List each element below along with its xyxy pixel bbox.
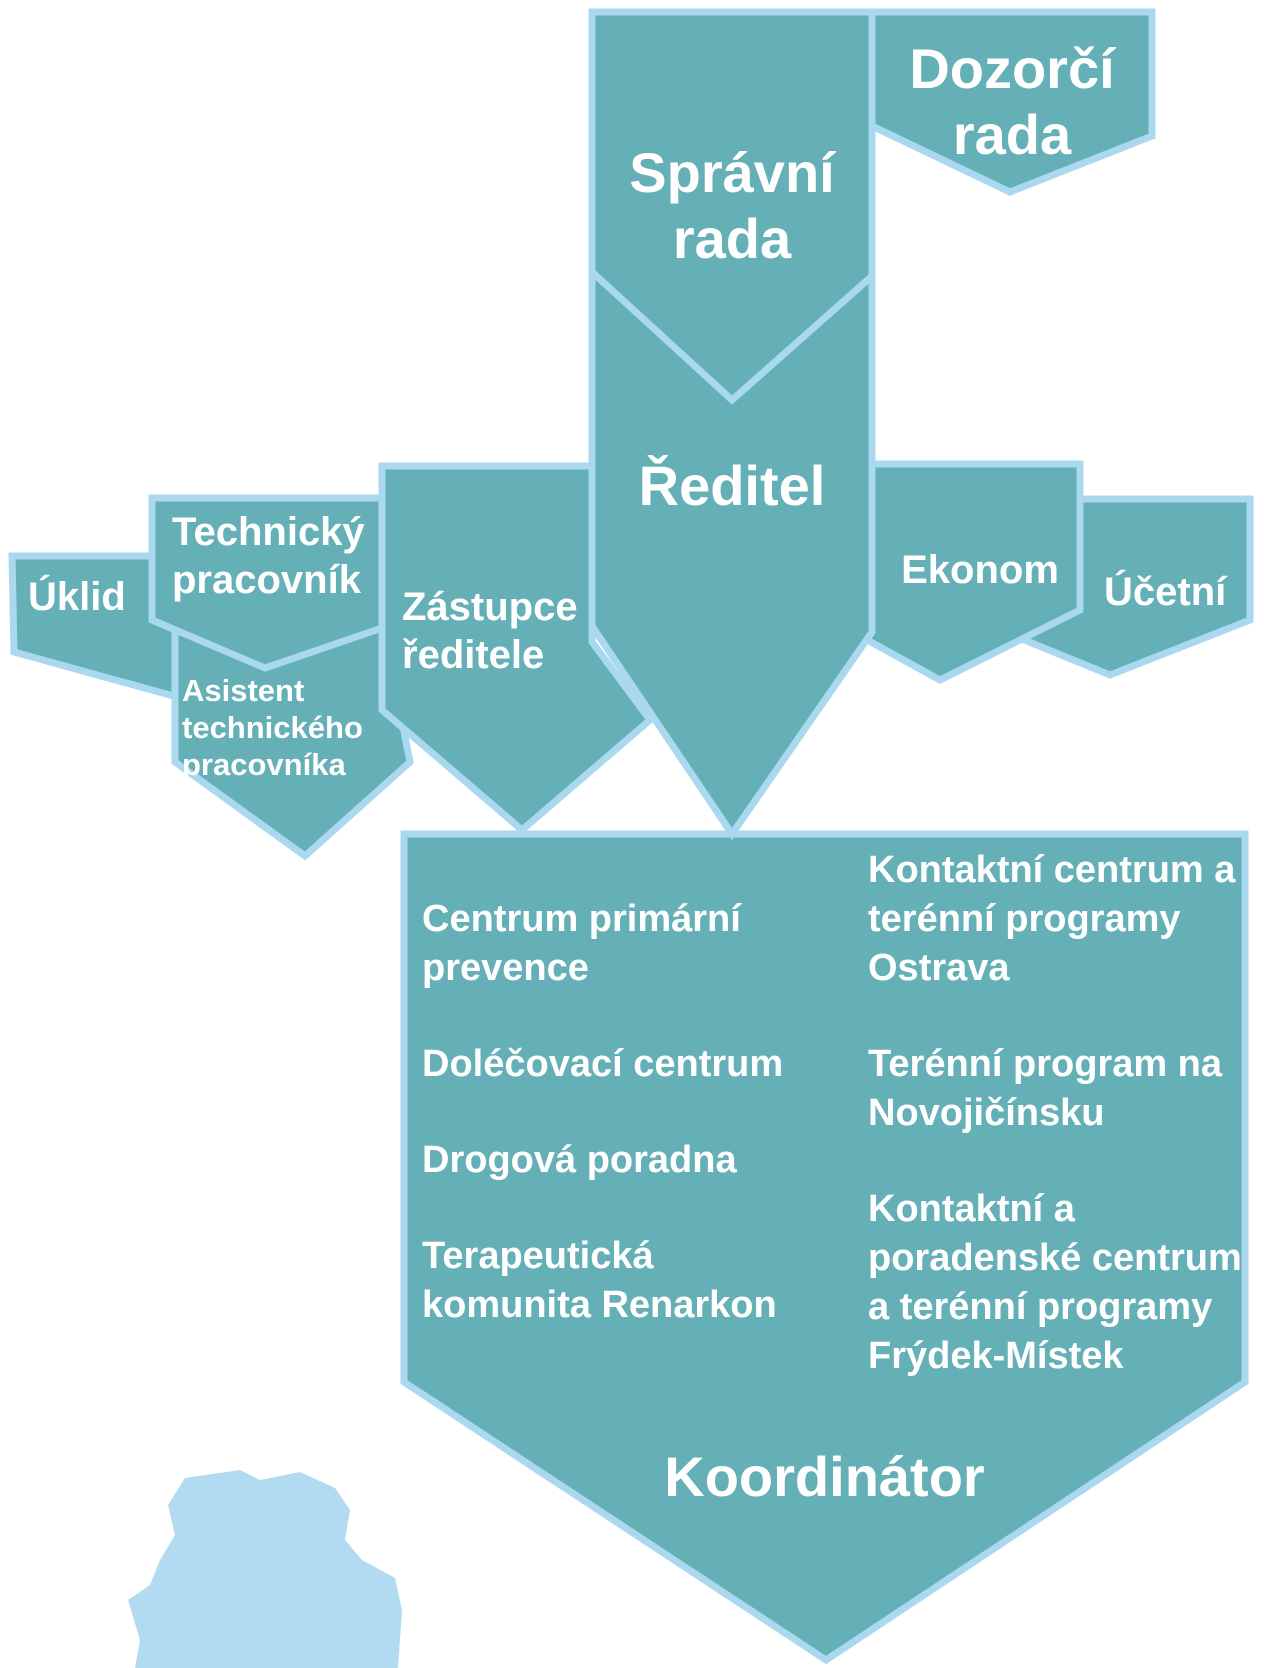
service-item: Doléčovací centrum bbox=[422, 1043, 784, 1085]
label-tech-assistant: Asistent technického pracovníka bbox=[182, 673, 363, 782]
label-top-board: Správní rada bbox=[629, 141, 835, 270]
shape-top-board bbox=[588, 8, 876, 405]
label-economist: Ekonom bbox=[901, 548, 1059, 592]
shape-technician bbox=[148, 494, 386, 672]
label-technician: Technický pracovník bbox=[172, 510, 365, 602]
service-item: Terénní program na Novojičínsku bbox=[868, 1043, 1223, 1134]
shape-coordinator bbox=[400, 830, 1249, 1665]
services-right-list: Kontaktní centrum a terénní programy Ost… bbox=[868, 846, 1248, 1381]
label-supervisory-board: Dozorčí rada bbox=[909, 37, 1115, 166]
label-accountant: Účetní bbox=[1104, 570, 1227, 614]
label-cleaning: Úklid bbox=[28, 575, 126, 619]
label-coordinator: Koordinátor bbox=[664, 1445, 985, 1508]
services-left-list: Centrum primární prevence Doléčovací cen… bbox=[422, 895, 852, 1330]
service-item: Centrum primární prevence bbox=[422, 898, 741, 989]
label-deputy: Zástupce ředitele bbox=[402, 585, 578, 677]
label-director: Ředitel bbox=[638, 454, 826, 517]
service-item: Drogová poradna bbox=[422, 1139, 737, 1181]
service-item: Kontaktní centrum a terénní programy Ost… bbox=[868, 849, 1236, 989]
service-item: Kontaktní a poradenské centrum a terénní… bbox=[868, 1188, 1242, 1377]
service-item: Terapeutická komunita Renarkon bbox=[422, 1235, 777, 1326]
region-map-watermark bbox=[128, 1470, 402, 1668]
shape-supervisory-board bbox=[868, 8, 1156, 196]
